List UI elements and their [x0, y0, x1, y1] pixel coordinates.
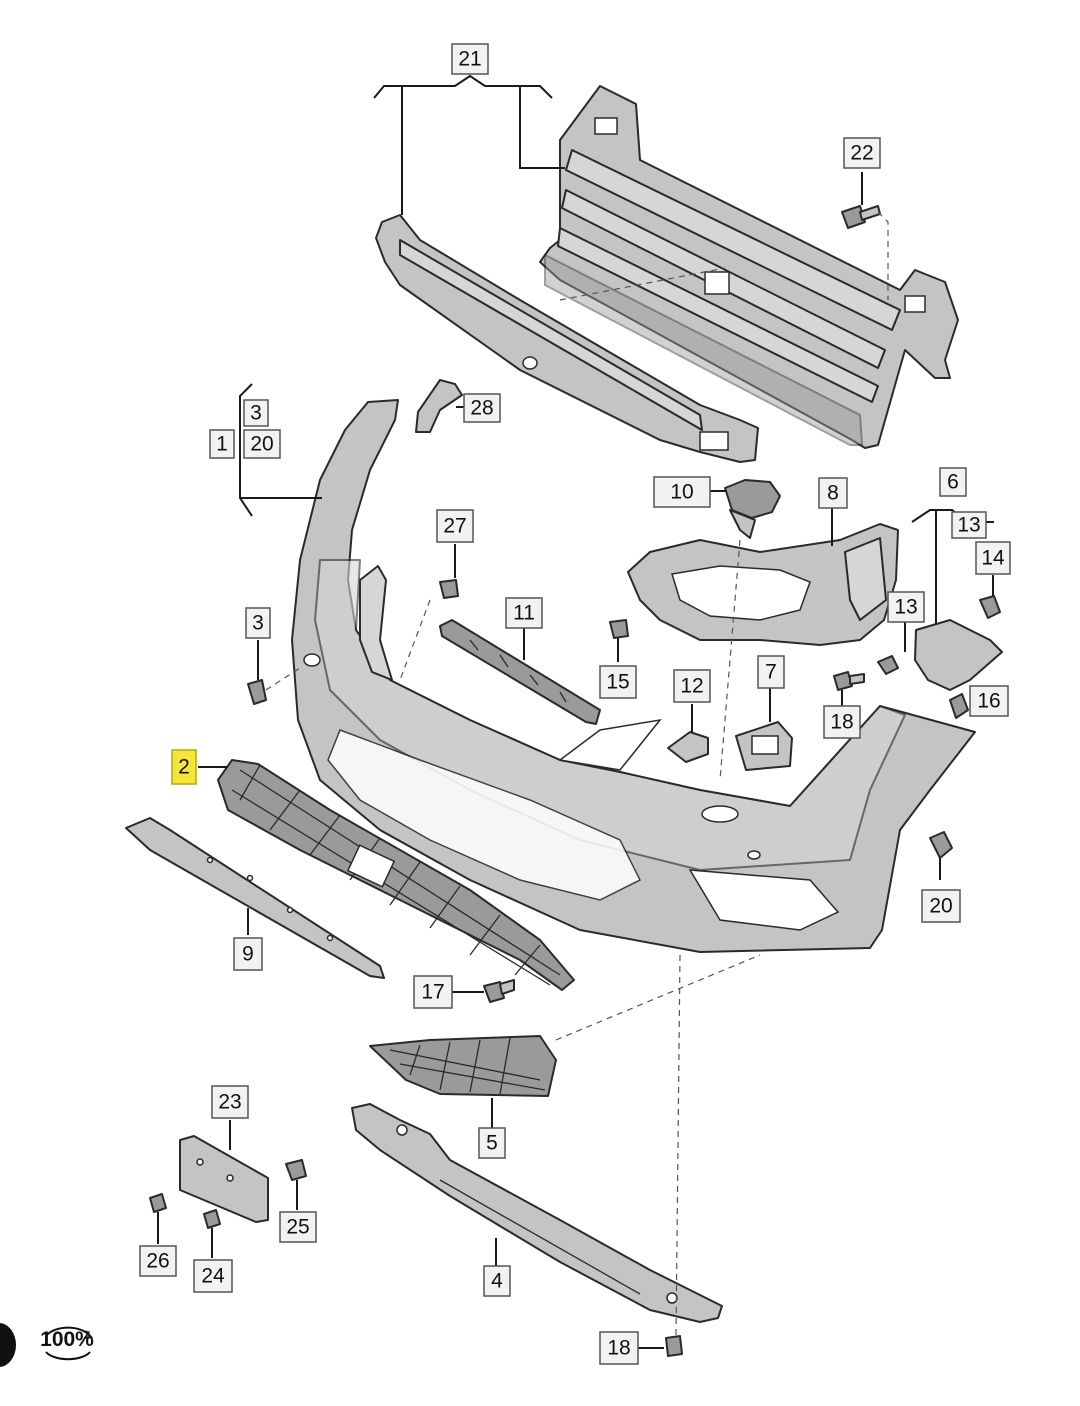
svg-text:23: 23: [218, 1091, 241, 1114]
callout-7[interactable]: 7: [757, 655, 785, 689]
trim-strip-9[interactable]: [125, 817, 385, 979]
callout-6[interactable]: 6: [939, 467, 967, 497]
svg-text:27: 27: [443, 515, 466, 538]
callout-18-upper[interactable]: 18: [823, 705, 861, 739]
svg-text:12: 12: [680, 675, 703, 698]
callout-14[interactable]: 14: [975, 541, 1011, 575]
bolt-22[interactable]: [841, 205, 881, 229]
callout-16[interactable]: 16: [969, 685, 1009, 717]
svg-text:11: 11: [513, 602, 535, 625]
callout-1[interactable]: 1: [209, 429, 235, 459]
lower-grille-2[interactable]: [217, 759, 575, 991]
cap-12[interactable]: [667, 731, 709, 763]
callout-20-top[interactable]: 20: [243, 429, 281, 459]
grille-frame-8[interactable]: [627, 523, 899, 646]
svg-text:16: 16: [977, 690, 1000, 713]
callout-15[interactable]: 15: [599, 665, 637, 699]
svg-text:18: 18: [830, 711, 853, 734]
svg-text:7: 7: [765, 661, 777, 684]
lower-spoiler-4[interactable]: [351, 1103, 723, 1323]
screw-13[interactable]: [877, 655, 899, 675]
callout-13-top[interactable]: 13: [951, 511, 987, 539]
svg-text:20: 20: [250, 433, 273, 456]
svg-text:20: 20: [929, 895, 952, 918]
callout-5[interactable]: 5: [478, 1127, 506, 1159]
svg-text:13: 13: [894, 596, 917, 619]
sensor-10[interactable]: [724, 479, 781, 539]
callout-9[interactable]: 9: [233, 937, 263, 971]
bumper-carrier-frame[interactable]: [539, 85, 959, 449]
svg-text:4: 4: [491, 1270, 503, 1293]
callout-24[interactable]: 24: [193, 1259, 233, 1293]
svg-text:10: 10: [670, 481, 693, 504]
corner-button[interactable]: [0, 1323, 16, 1367]
callout-26[interactable]: 26: [139, 1245, 177, 1277]
callout-22[interactable]: 22: [843, 137, 881, 169]
screw-17[interactable]: [483, 979, 515, 1003]
svg-text:13: 13: [957, 514, 980, 537]
grille-strip-11[interactable]: [439, 619, 601, 725]
svg-text:26: 26: [146, 1250, 169, 1273]
zoom-level-label[interactable]: 100%: [40, 1328, 94, 1351]
callout-3[interactable]: 3: [245, 607, 271, 639]
clip-14[interactable]: [979, 595, 1001, 619]
svg-text:3: 3: [250, 402, 262, 425]
clip-3[interactable]: [247, 679, 267, 705]
clip-27[interactable]: [439, 579, 459, 599]
screw-24[interactable]: [203, 1209, 221, 1229]
impact-absorber[interactable]: [375, 214, 759, 463]
screw-18-upper[interactable]: [833, 671, 865, 691]
callout-13[interactable]: 13: [887, 591, 925, 623]
svg-text:25: 25: [286, 1216, 309, 1239]
svg-text:14: 14: [981, 547, 1005, 570]
callout-23[interactable]: 23: [211, 1085, 249, 1119]
bracket-6[interactable]: [914, 619, 1003, 691]
svg-text:28: 28: [470, 397, 493, 420]
svg-text:1: 1: [216, 433, 228, 456]
callout-4[interactable]: 4: [483, 1265, 511, 1297]
clip-15[interactable]: [609, 619, 629, 639]
side-grille-5[interactable]: [369, 1035, 557, 1097]
svg-text:8: 8: [827, 482, 839, 505]
plate-bracket-23[interactable]: [179, 1135, 269, 1223]
svg-text:5: 5: [486, 1132, 498, 1155]
zoom-reset-icon[interactable]: [36, 1322, 100, 1362]
callout-18-lower[interactable]: 18: [599, 1331, 639, 1365]
svg-text:3: 3: [252, 612, 264, 635]
screw-18-lower[interactable]: [665, 1335, 683, 1357]
svg-text:15: 15: [606, 671, 629, 694]
svg-text:18: 18: [607, 1337, 630, 1360]
bracket-28[interactable]: [415, 379, 463, 433]
screw-16[interactable]: [949, 693, 969, 719]
callout-8[interactable]: 8: [818, 477, 848, 509]
bumper-cover[interactable]: [291, 399, 976, 953]
screw-26[interactable]: [149, 1193, 167, 1213]
callout-2[interactable]: 2: [171, 749, 197, 785]
svg-text:21: 21: [458, 48, 481, 71]
svg-text:22: 22: [850, 142, 873, 165]
callout-10[interactable]: 10: [653, 476, 711, 508]
clip-20[interactable]: [929, 831, 953, 859]
tow-eye-cover-7[interactable]: [735, 721, 793, 771]
svg-text:6: 6: [947, 471, 959, 494]
nut-25[interactable]: [285, 1159, 307, 1181]
callout-28[interactable]: 28: [463, 393, 501, 423]
callout-27[interactable]: 27: [436, 509, 474, 543]
callout-17[interactable]: 17: [413, 975, 453, 1009]
callout-21[interactable]: 21: [451, 43, 489, 75]
svg-text:17: 17: [421, 981, 444, 1004]
callout-12[interactable]: 12: [673, 669, 711, 703]
callout-3-top[interactable]: 3: [243, 399, 269, 427]
callout-11[interactable]: 11: [505, 597, 543, 629]
svg-text:24: 24: [201, 1265, 225, 1288]
svg-text:2: 2: [178, 756, 190, 779]
svg-text:9: 9: [242, 943, 254, 966]
callout-20[interactable]: 20: [921, 889, 961, 923]
callout-25[interactable]: 25: [279, 1211, 317, 1243]
